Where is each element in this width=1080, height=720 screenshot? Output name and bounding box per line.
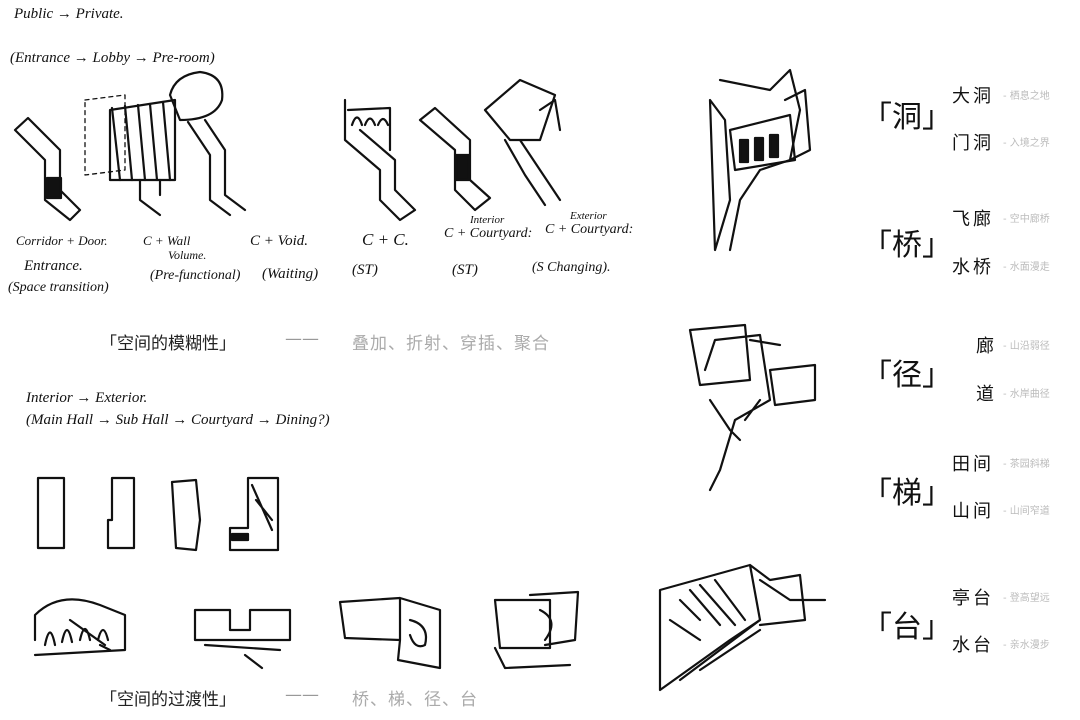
category-bracket: 「径」 (862, 358, 952, 393)
label-5-sup: Interior (470, 214, 505, 226)
label-2-line3: (Pre-functional) (150, 268, 241, 283)
item-name: 水桥 (952, 257, 994, 278)
label-3-line2: (Waiting) (262, 266, 319, 282)
sketch-cave (708, 68, 812, 252)
sketch-blocks (36, 476, 280, 552)
item-name: 飞廊 (952, 209, 994, 230)
label-6-line1: C + Courtyard: (545, 222, 634, 237)
category-bracket: 「梯」 (862, 476, 952, 511)
item-sub: - 入境之界 (1003, 138, 1050, 149)
item-sub: - 亲水漫步 (1003, 640, 1050, 651)
label-5-line2: (ST) (452, 262, 478, 278)
label-3-line1: C + Void. (250, 233, 309, 249)
label-5-line1: C + Courtyard: (444, 226, 533, 241)
item-sub: - 水岸曲径 (1003, 389, 1050, 400)
item-name: 水台 (952, 635, 994, 656)
bottom-heading: Interior → Exterior. (26, 390, 148, 406)
sketch-corridor-courtyard (418, 78, 562, 212)
item-name: 山间 (952, 501, 994, 522)
category-bracket: 「洞」 (862, 100, 952, 135)
category-bracket: 「桥」 (862, 228, 952, 263)
item-sub: - 水面漫走 (1003, 262, 1050, 273)
caption-dash-2: —— (285, 685, 319, 705)
sketch-transitions (33, 590, 580, 670)
item-sub: - 茶园斜梯 (1003, 459, 1050, 470)
item-name: 门洞 (952, 133, 994, 154)
item-name: 道 (976, 384, 997, 405)
top-heading: Public → Private. (14, 6, 124, 22)
item-sub: - 山沿弱径 (1003, 341, 1050, 352)
item-sub: - 登高望远 (1003, 593, 1050, 604)
category-bracket: 「台」 (862, 610, 952, 645)
item-name: 廊 (976, 336, 997, 357)
item-name: 田间 (952, 454, 994, 475)
label-1-line3: (Space transition) (8, 280, 109, 295)
label-6-sup: Exterior (570, 210, 607, 222)
keywords-transition: 桥、梯、径、台 (352, 690, 478, 710)
label-2-line2: Volume. (168, 248, 207, 262)
item-name: 亭台 (952, 588, 994, 609)
sketch-path (688, 323, 817, 492)
sketch-corridor-wall (84, 70, 247, 217)
label-1-line2: Entrance. (24, 258, 83, 274)
caption-dash: —— (285, 329, 319, 349)
item-sub: - 山间窄道 (1003, 506, 1050, 517)
top-sequence: (Entrance → Lobby → Pre-room) (10, 50, 215, 66)
label-1-line1: Corridor + Door. (16, 233, 108, 248)
label-4-line1: C + C. (362, 230, 409, 249)
item-sub: - 空中廊桥 (1003, 214, 1050, 225)
caption-ambiguity: 「空间的模糊性」 (100, 334, 236, 354)
label-6-line2: (S Changing). (532, 260, 611, 275)
sketch-platform (658, 563, 827, 692)
sketch-corridor-void (343, 98, 417, 222)
item-name: 大洞 (952, 86, 994, 107)
keywords-ambiguity: 叠加、折射、穿插、聚合 (352, 334, 550, 354)
label-4-line2: (ST) (352, 262, 378, 278)
sketch-corridor-door (13, 116, 82, 222)
caption-transition: 「空间的过渡性」 (100, 690, 236, 710)
bottom-sequence: (Main Hall → Sub Hall → Courtyard → Dini… (26, 412, 330, 428)
item-sub: - 栖息之地 (1003, 91, 1050, 102)
label-2-line1: C + Wall (143, 233, 191, 248)
